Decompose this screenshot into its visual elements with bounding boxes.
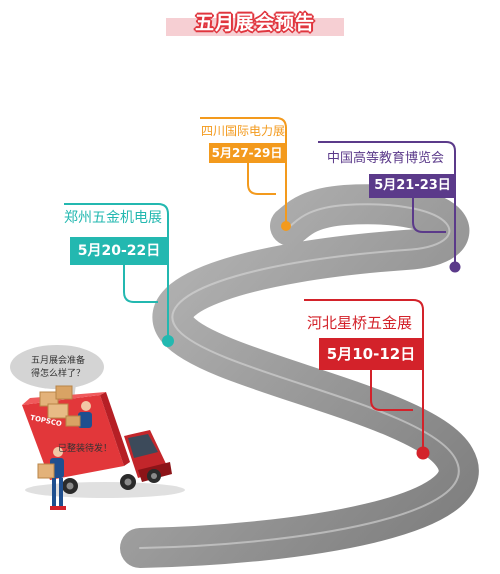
winding-road: [120, 184, 479, 568]
delivery-truck-illustration: [22, 385, 185, 510]
marker-orange: [200, 117, 291, 231]
event-date-education: 5月21-23日: [369, 174, 456, 198]
event-name-zhengzhou: 郑州五金机电展: [64, 210, 162, 226]
speech-text-right: 已整装待发！: [57, 444, 112, 454]
road-edge: [139, 203, 460, 549]
speech-text-left-line2: 得怎么样了？: [30, 369, 85, 379]
title-highlight: [166, 18, 344, 36]
marker-teal: [64, 203, 174, 347]
page-title: 五月展会预告: [194, 12, 315, 34]
marker-purple: [318, 141, 461, 273]
event-date-hebei: 5月10-12日: [319, 338, 423, 370]
speech-text-left-line1: 五月展会准备: [30, 356, 85, 366]
page-title-banner: 五月展会预告: [166, 8, 344, 38]
speech-text-left: 五月展会准备 得怎么样了？: [18, 355, 98, 381]
event-date-sichuan: 5月27-29日: [209, 143, 285, 163]
event-name-education: 中国高等教育博览会: [327, 151, 445, 166]
event-name-hebei: 河北星桥五金展: [307, 314, 413, 332]
marker-red: [304, 299, 430, 460]
event-name-sichuan: 四川国际电力展: [201, 124, 286, 138]
event-date-zhengzhou: 5月20-22日: [70, 237, 168, 265]
